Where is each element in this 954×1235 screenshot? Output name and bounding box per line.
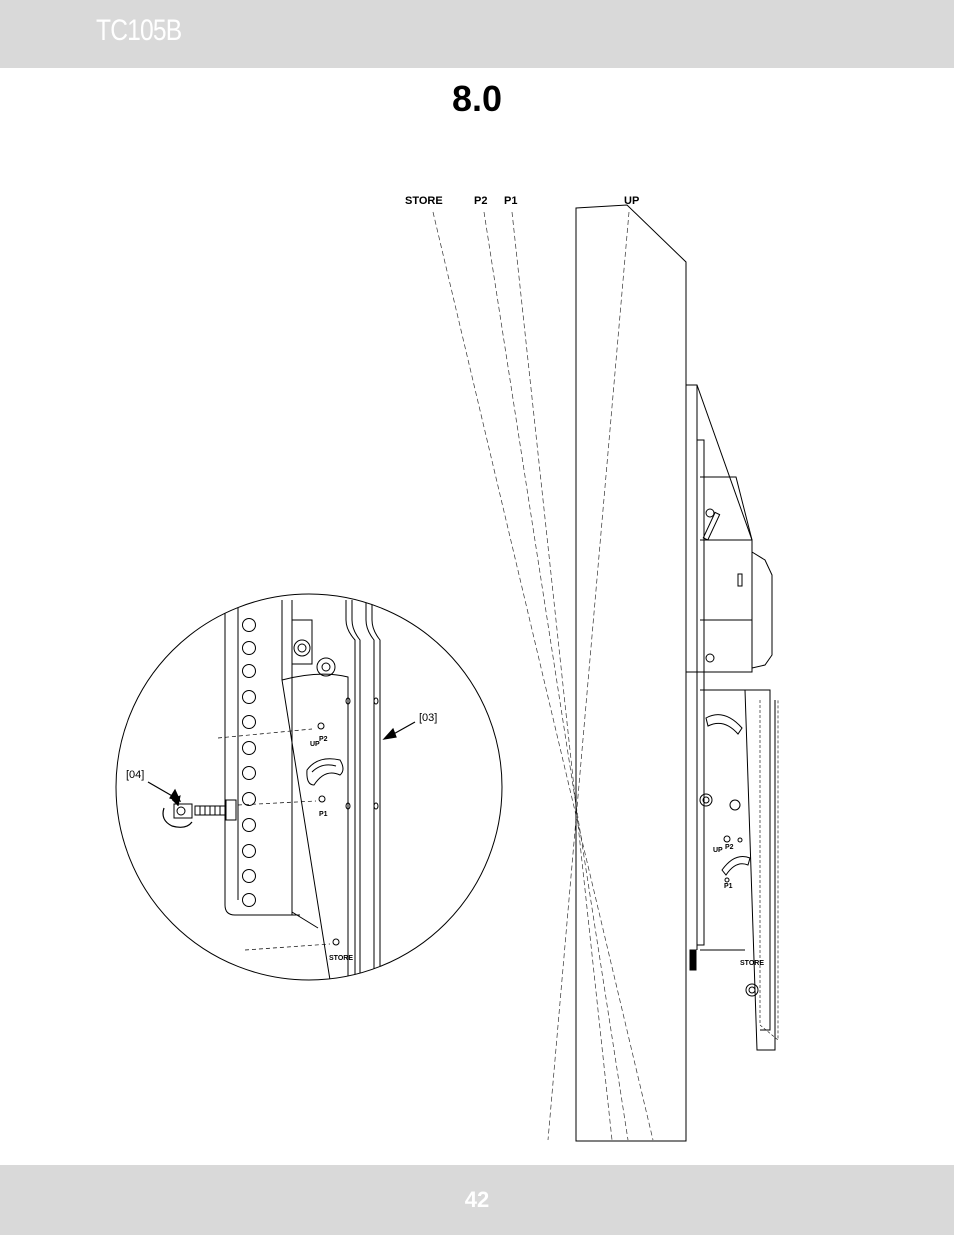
callout-03: [03] (419, 712, 437, 724)
side-label-store: STORE (740, 960, 764, 967)
model-number: TC105B (96, 14, 182, 47)
callout-04: [04] (126, 769, 144, 781)
tilt-projection-lines (432, 211, 654, 1141)
detail-label-store: STORE (329, 955, 353, 962)
side-label-p1: P1 (724, 883, 733, 890)
side-label-up: UP (713, 847, 723, 854)
tv-panel-side (575, 204, 687, 1142)
wall-bracket-dashed (759, 700, 779, 1041)
page-header: TC105B (0, 0, 954, 68)
wall-plate-holes (242, 618, 256, 907)
label-up: UP (624, 195, 639, 207)
detail-label-up: UP (310, 741, 320, 748)
label-store: STORE (405, 195, 443, 207)
detail-view: [03] [04] UP P2 P1 STORE (115, 593, 503, 981)
detail-label-p2: P2 (319, 736, 328, 743)
detail-label-p1: P1 (319, 811, 328, 818)
wall-bracket-side (686, 384, 776, 1051)
side-label-p2: P2 (725, 844, 734, 851)
label-p2: P2 (474, 195, 487, 207)
page-number: 42 (464, 1187, 490, 1212)
label-p1: P1 (504, 195, 517, 207)
step-number: 8.0 (451, 78, 503, 119)
page-footer: 42 (0, 1165, 954, 1235)
